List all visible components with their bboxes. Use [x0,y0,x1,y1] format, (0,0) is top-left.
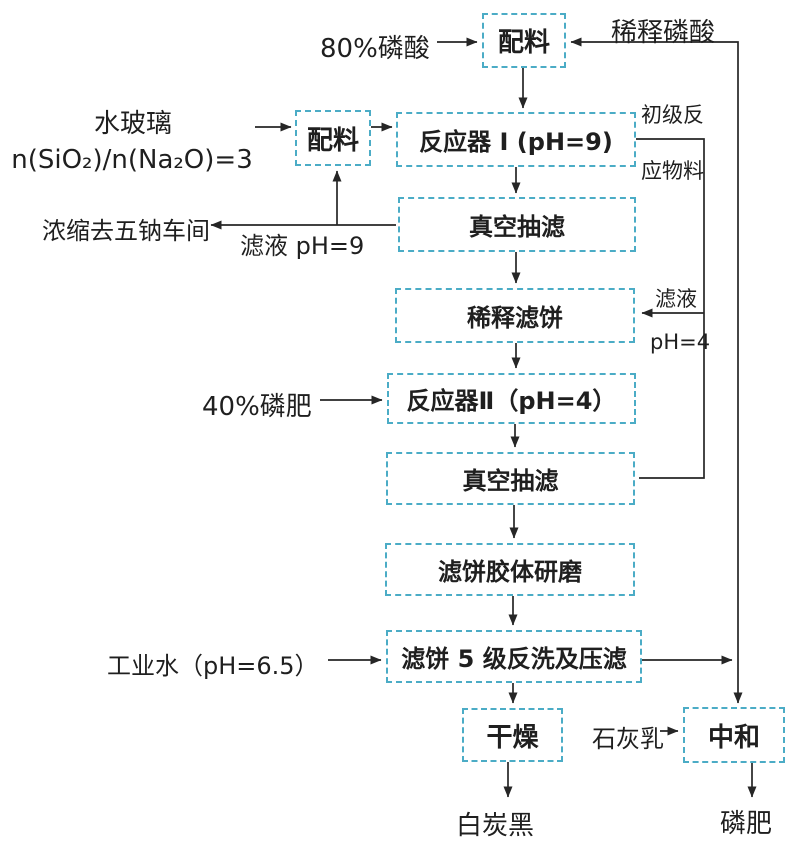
box-vacuum-filter-1: 真空抽滤 [398,197,636,252]
line-dilute-acid-recycle [570,37,739,660]
label-primary-reaction-material-line1: 初级反 [641,103,704,127]
box-peiliao-top: 配料 [482,13,566,68]
box-reactor2: 反应器Ⅱ（pH=4） [387,373,636,424]
box-colloid-mill: 滤饼胶体研磨 [385,543,635,596]
label-concentrate-to-five-sodium: 浓缩去五钠车间 [42,217,210,245]
label-filtrate: 滤液 [655,287,697,311]
box-backwash-press-filter: 滤饼 5 级反洗及压滤 [386,630,642,683]
label-primary-reaction-material-line2: 应物料 [641,159,704,183]
box-dilute-filter-cake: 稀释滤饼 [395,288,635,343]
label-water-glass: 水玻璃 [93,109,172,139]
box-peiliao-left: 配料 [295,110,371,166]
box-reactor1: 反应器 I (pH=9) [396,112,636,167]
label-industrial-water: 工业水（pH=6.5） [107,652,319,680]
label-white-carbon-black: 白炭黑 [456,811,535,841]
box-vacuum-filter-2: 真空抽滤 [386,452,635,505]
box-drying: 干燥 [462,708,563,762]
box-neutralize: 中和 [683,707,785,763]
label-ph4: pH=4 [650,330,711,354]
label-40pct-phosphate-fertilizer: 40%磷肥 [202,392,312,422]
label-silica-soda-ratio: n(SiO₂)/n(Na₂O)=3 [11,145,253,175]
label-filtrate-ph9: 滤液 pH=9 [240,232,365,260]
line-primary-material-loop [636,138,705,479]
label-lime-milk: 石灰乳 [592,725,664,753]
label-phosphate-fertilizer-product: 磷肥 [720,809,773,839]
label-dilute-phosphoric-acid: 稀释磷酸 [611,18,716,48]
label-80pct-phosphoric-acid: 80%磷酸 [320,34,430,64]
